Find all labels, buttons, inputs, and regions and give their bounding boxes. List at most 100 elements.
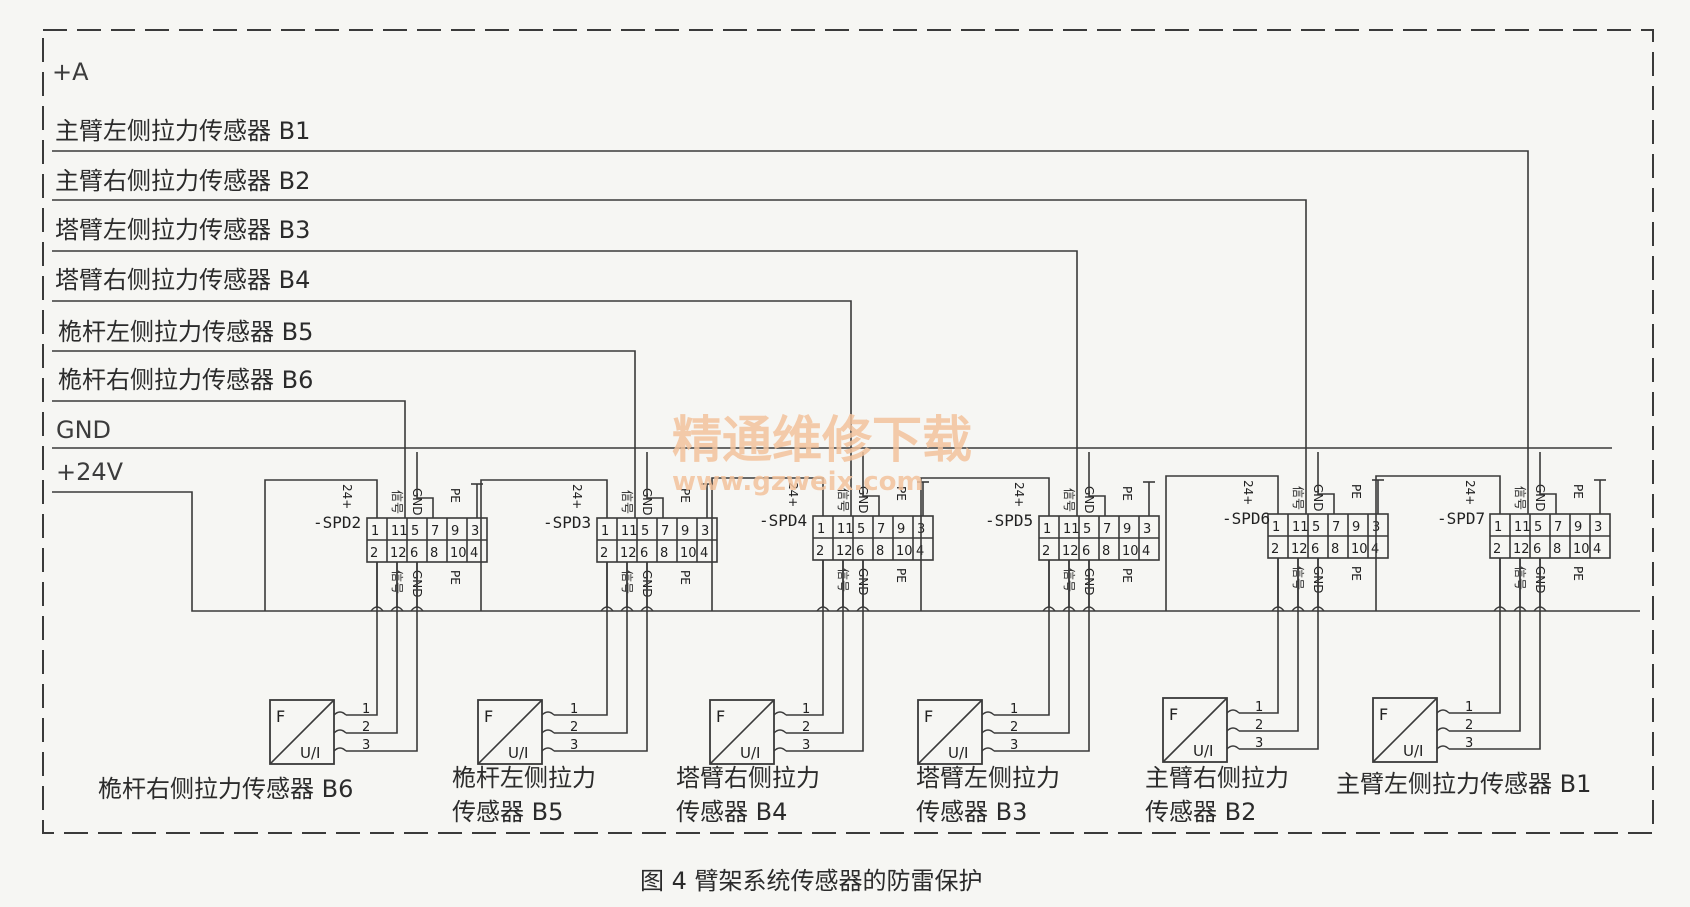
terminal-bottom-4: 4	[1371, 542, 1379, 557]
sensor-symbol-f: F	[276, 707, 285, 726]
sensor-body	[917, 699, 983, 765]
sensor-connector	[541, 747, 555, 752]
sensor-label-b2-line2: 传感器 B2	[1145, 798, 1256, 826]
sensor-connector	[333, 747, 347, 752]
terminal-label-pe: PE	[448, 488, 462, 503]
terminal-bottom-2: 2	[600, 546, 608, 561]
signal-wire-b1	[52, 150, 1529, 514]
terminal-bottom-10: 10	[1122, 544, 1139, 559]
supply-feed	[264, 479, 378, 611]
spd3-label: -SPD3	[543, 513, 591, 532]
gnd-tap	[1539, 452, 1557, 514]
sensor-label-b5-line1: 桅杆左侧拉力	[452, 764, 596, 792]
sensor-body	[709, 699, 775, 765]
sensor-symbol-f: F	[1379, 705, 1388, 724]
terminal-top-7: 7	[431, 524, 439, 539]
terminal-bottom-8: 8	[1553, 542, 1561, 557]
terminal-bottom-12: 12	[836, 544, 853, 559]
terminal-bottom-8: 8	[1102, 544, 1110, 559]
sensor-connector	[981, 711, 995, 716]
spd2-label: -SPD2	[313, 513, 361, 532]
terminal-bottom-8: 8	[876, 544, 884, 559]
sensor-body	[269, 699, 335, 765]
terminal-label-pe: PE	[678, 488, 692, 503]
sensor-pin-3: 3	[1255, 736, 1263, 751]
sensor-symbol-f: F	[924, 707, 933, 726]
terminal-label-24v: 24+	[1012, 482, 1026, 507]
terminal-top-1: 1	[1494, 520, 1502, 535]
terminal-label-pe-out: PE	[894, 568, 908, 583]
sensor-lead-1	[346, 562, 378, 716]
sensor-pin-1: 1	[1255, 700, 1263, 715]
terminal-bottom-10: 10	[1573, 542, 1590, 557]
sensor-body	[1162, 697, 1228, 763]
terminal-label-24v: 24+	[570, 484, 584, 509]
terminal-top-5: 5	[641, 524, 649, 539]
spd6-label: -SPD6	[1222, 509, 1270, 528]
terminal-top-5: 5	[411, 524, 419, 539]
terminal-bottom-6: 6	[640, 546, 648, 561]
signal-label-b6: 桅杆右侧拉力传感器 B6	[58, 366, 313, 394]
terminal-top-9: 9	[1123, 522, 1131, 537]
terminal-label-signal: 信号	[620, 490, 634, 514]
sensor-connector	[333, 711, 347, 716]
sensor-lead-1	[786, 560, 824, 716]
terminal-bottom-2: 2	[370, 546, 378, 561]
terminal-bottom-2: 2	[1042, 544, 1050, 559]
terminal-bottom-6: 6	[1311, 542, 1319, 557]
sensor-pin-3: 3	[802, 738, 810, 753]
sensor-lead-3	[1449, 558, 1541, 750]
signal-wire-b3	[52, 250, 1078, 516]
terminal-bottom-12: 12	[1291, 542, 1308, 557]
supply-feed	[1165, 475, 1279, 611]
sensor-label-b4-line1: 塔臂右侧拉力	[676, 764, 820, 792]
sensor-symbol-ui: U/I	[508, 744, 528, 762]
sensor-diagonal	[477, 699, 543, 765]
sensor-lead-3	[1239, 558, 1319, 750]
terminal-label-pe: PE	[1571, 484, 1585, 499]
supply-a-label: +A	[52, 58, 89, 86]
sensor-pin-1: 1	[1010, 702, 1018, 717]
sensor-body	[1372, 697, 1438, 763]
terminal-bottom-10: 10	[896, 544, 913, 559]
terminal-label-gnd: GND	[1082, 486, 1096, 514]
signal-wire-b5	[52, 350, 636, 518]
sensor-lead-1	[554, 562, 608, 716]
terminal-bottom-2: 2	[816, 544, 824, 559]
terminal-label-signal: 信号	[1291, 486, 1305, 510]
terminal-top-11: 11	[391, 524, 408, 539]
sensor-label-b2-line1: 主臂右侧拉力	[1145, 764, 1289, 792]
terminal-label-signal: 信号	[1062, 488, 1076, 512]
signal-wire-b2	[52, 199, 1307, 514]
terminal-top-9: 9	[1352, 520, 1360, 535]
terminal-top-1: 1	[1043, 522, 1051, 537]
signal-wire-b6	[52, 400, 406, 518]
terminal-label-gnd: GND	[1311, 484, 1325, 512]
terminal-top-11: 11	[1292, 520, 1309, 535]
sensor-label-b6: 桅杆右侧拉力传感器 B6	[98, 775, 353, 803]
sensor-diagonal	[709, 699, 775, 765]
signal-label-b2: 主臂右侧拉力传感器 B2	[55, 167, 310, 195]
sensor-lead-2	[994, 560, 1070, 734]
sensor-connector	[1226, 745, 1240, 750]
sensor-label-b3-line2: 传感器 B3	[916, 798, 1027, 826]
terminal-top-7: 7	[661, 524, 669, 539]
terminal-label-signal: 信号	[390, 490, 404, 514]
sensor-connector	[773, 747, 787, 752]
terminal-bottom-12: 12	[1062, 544, 1079, 559]
supply-feed	[480, 479, 608, 611]
terminal-label-24v: 24+	[1463, 480, 1477, 505]
sensor-diagonal	[269, 699, 335, 765]
supply-24v-label: +24V	[56, 458, 124, 486]
terminal-bottom-12: 12	[1513, 542, 1530, 557]
supply-feed	[920, 477, 1050, 611]
gnd-tap	[862, 452, 880, 516]
terminal-label-pe: PE	[894, 486, 908, 501]
